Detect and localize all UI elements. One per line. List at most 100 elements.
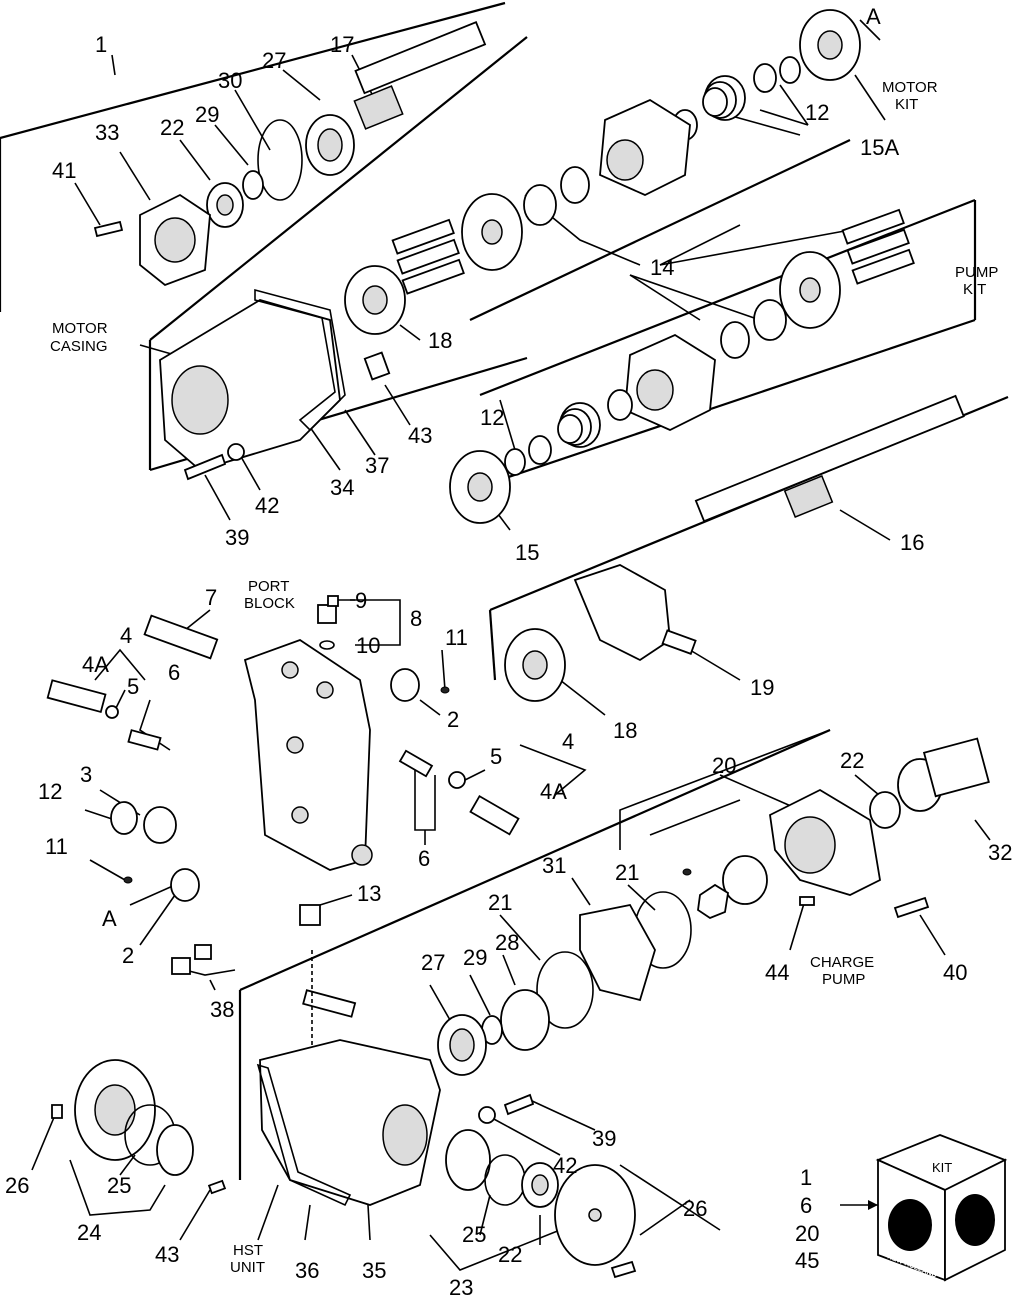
callout-22: 22: [160, 115, 184, 140]
motor-casing-label-2: CASING: [50, 338, 108, 355]
callout-27: 27: [262, 48, 286, 73]
bearing-27-top: [305, 114, 355, 176]
gasket-36: [256, 1063, 352, 1207]
washer-42-top: [227, 443, 245, 461]
bracket-tab: [302, 950, 357, 1050]
key-small: [682, 868, 692, 876]
callout-15: 15: [515, 540, 539, 565]
callout-25-left: 25: [107, 1173, 131, 1198]
ring-28: [500, 989, 550, 1051]
bearing-14-b: [523, 184, 557, 226]
shaft-16: [694, 394, 965, 523]
bolt-41: [93, 220, 124, 238]
callout-17: 17: [330, 32, 354, 57]
callout-11-top: 11: [445, 625, 468, 650]
callout-5-right: 5: [490, 744, 502, 769]
cover-31: [579, 903, 656, 1002]
pistons-pump: [841, 208, 915, 285]
seal-22-right: [869, 791, 901, 829]
kit-title: KIT: [932, 1160, 952, 1175]
kit-item-20: 20: [795, 1221, 819, 1246]
spring-pump: [557, 402, 601, 448]
callout-35: 35: [362, 1258, 386, 1283]
plug-38-b: [194, 944, 212, 960]
callout-29: 29: [195, 102, 219, 127]
valve-4A-right: [469, 794, 520, 836]
ring-12-pump: [504, 448, 526, 476]
bearing-2-bottom: [170, 868, 200, 902]
callout-15A: 15A: [860, 135, 899, 160]
fitting-32: [897, 737, 990, 812]
callout-34: 34: [330, 475, 354, 500]
kit-item-1: 1: [800, 1165, 812, 1190]
cylinder-block-top: [599, 98, 691, 196]
bearing-27-bottom: [437, 1014, 487, 1076]
valve-4A-left: [46, 679, 107, 714]
ring-5-left: [105, 705, 119, 719]
callout-26-right: 26: [683, 1196, 707, 1221]
o-ring-25-right: [484, 1154, 526, 1206]
callout-numbers: 1 17 27 30 33 22 29 41 A MOTOR KIT 12 15…: [5, 4, 1012, 1300]
callout-39-top: 39: [225, 525, 249, 550]
cylinder-block-pump: [624, 333, 716, 431]
callout-32: 32: [988, 840, 1012, 865]
motor-kit-label-2: KIT: [895, 96, 918, 113]
pump-kit-label-1: PUMP: [955, 264, 998, 281]
seal-23: [445, 1129, 491, 1191]
hst-housing-35: [259, 1039, 441, 1206]
spring-top: [702, 75, 746, 121]
swashplate-19: [573, 564, 697, 662]
callout-42-top: 42: [255, 493, 279, 518]
callout-26-left: 26: [5, 1173, 29, 1198]
callout-24: 24: [77, 1220, 101, 1245]
ring-12-top: [779, 56, 801, 84]
gear-outer: [722, 855, 768, 905]
callout-12-pump: 12: [480, 405, 504, 430]
bearing-22-bottom: [521, 1162, 559, 1208]
bolt-39-top: [183, 453, 227, 481]
bearing-pump-b: [720, 321, 750, 359]
callout-13: 13: [357, 881, 381, 906]
pin-43-bottom: [207, 1179, 227, 1195]
callout-4A-left: 4A: [82, 652, 109, 677]
callout-25-right: 25: [462, 1222, 486, 1247]
callout-40: 40: [943, 960, 967, 985]
callout-4-left: 4: [120, 623, 132, 648]
callout-38: 38: [210, 997, 234, 1022]
pin-43-top: [363, 351, 391, 381]
callout-29-bottom: 29: [463, 945, 487, 970]
washer-top: [753, 63, 777, 93]
callout-21-left: 21: [488, 890, 512, 915]
ring-pump: [607, 389, 633, 421]
bearing-3: [143, 806, 177, 844]
bolt-40: [893, 896, 930, 919]
callout-11-left: 11: [45, 834, 68, 859]
callout-30: 30: [218, 68, 242, 93]
callout-12-top: 12: [805, 100, 829, 125]
bolt-26-right: [610, 1260, 637, 1279]
motor-kit-label-1: MOTOR: [882, 79, 938, 96]
callout-5-left: 5: [127, 674, 139, 699]
callout-22-right: 22: [840, 748, 864, 773]
bearing-2-top: [390, 668, 420, 702]
plate-15A: [799, 9, 861, 81]
callout-4-right: 4: [562, 729, 574, 754]
callout-A-top: A: [866, 4, 881, 29]
callout-42-bottom: 42: [553, 1153, 577, 1178]
pin-11-left: [123, 876, 133, 884]
callout-2-top: 2: [447, 707, 459, 732]
callout-12-left: 12: [38, 779, 62, 804]
plug-8: [317, 604, 337, 624]
callout-6-right: 6: [418, 846, 430, 871]
assembly-outline-lines: [0, 1, 1009, 1180]
callout-20: 20: [712, 753, 736, 778]
callout-2-bottom: 2: [122, 943, 134, 968]
cap-9: [327, 595, 339, 607]
spring-6-left: [127, 729, 162, 751]
pin-44: [799, 896, 815, 906]
bolt-26-left: [51, 1104, 63, 1119]
callout-36: 36: [295, 1258, 319, 1283]
motor-casing-label-1: MOTOR: [52, 320, 108, 337]
callout-22-bottom: 22: [498, 1242, 522, 1267]
